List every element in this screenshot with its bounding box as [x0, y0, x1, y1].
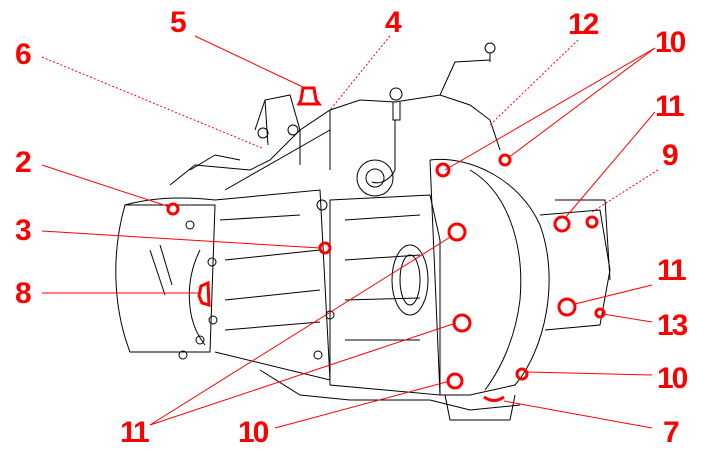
part-3-bolt: [318, 241, 332, 255]
callout-6: 6: [15, 38, 32, 71]
leader-12: [489, 39, 579, 126]
leader-lines: [41, 35, 659, 429]
callout-4: 4: [385, 6, 402, 39]
part-10-bolt-d: [515, 367, 529, 381]
part-5-nut: [296, 86, 322, 106]
callout-10-right: 10: [657, 362, 688, 395]
callout-8: 8: [15, 277, 32, 310]
callout-11-bottom: 11: [120, 416, 150, 449]
leader-10a-2: [507, 47, 656, 159]
part-9-bolt: [585, 215, 599, 229]
callout-11-top: 11: [655, 90, 685, 123]
part-10-bolt-c: [446, 372, 464, 390]
leader-11c-1: [149, 235, 453, 426]
highlighted-parts: [166, 86, 606, 402]
part-11-bolt-c: [452, 313, 472, 333]
leader-11c-2: [149, 322, 457, 426]
leader-5: [194, 35, 306, 89]
leader-10b: [526, 371, 653, 376]
callout-5: 5: [170, 6, 187, 39]
callout-2: 2: [15, 146, 32, 179]
gearbox-outline: [115, 42, 611, 421]
part-10-bolt-b: [498, 153, 512, 167]
leader-13: [602, 313, 653, 323]
leader-9: [591, 169, 659, 213]
leader-2: [41, 164, 171, 208]
leader-6: [41, 56, 263, 149]
callout-11-right: 11: [657, 254, 687, 287]
part-13-bolt: [594, 307, 606, 319]
leader-10c: [274, 380, 451, 429]
callout-12: 12: [568, 8, 599, 41]
leader-11b: [574, 284, 653, 305]
part-7-drain-plug: [483, 395, 505, 402]
callout-7: 7: [663, 416, 680, 449]
part-11-bolt-a: [553, 215, 571, 233]
leader-7: [503, 400, 653, 429]
part-10-bolt-a: [435, 162, 451, 178]
callout-13: 13: [657, 309, 688, 342]
part-11-bolt-d: [557, 297, 577, 317]
callout-10-top: 10: [655, 26, 686, 59]
part-8-plug: [197, 280, 211, 308]
callout-10-bottom: 10: [238, 416, 269, 449]
callout-9: 9: [662, 139, 679, 172]
leader-10a-1: [444, 47, 656, 171]
callout-3: 3: [15, 214, 32, 247]
part-11-bolt-b: [447, 222, 467, 242]
leader-4: [329, 35, 391, 111]
leader-3: [41, 230, 321, 249]
part-2-bolt: [166, 202, 180, 216]
leader-11a: [564, 111, 656, 219]
